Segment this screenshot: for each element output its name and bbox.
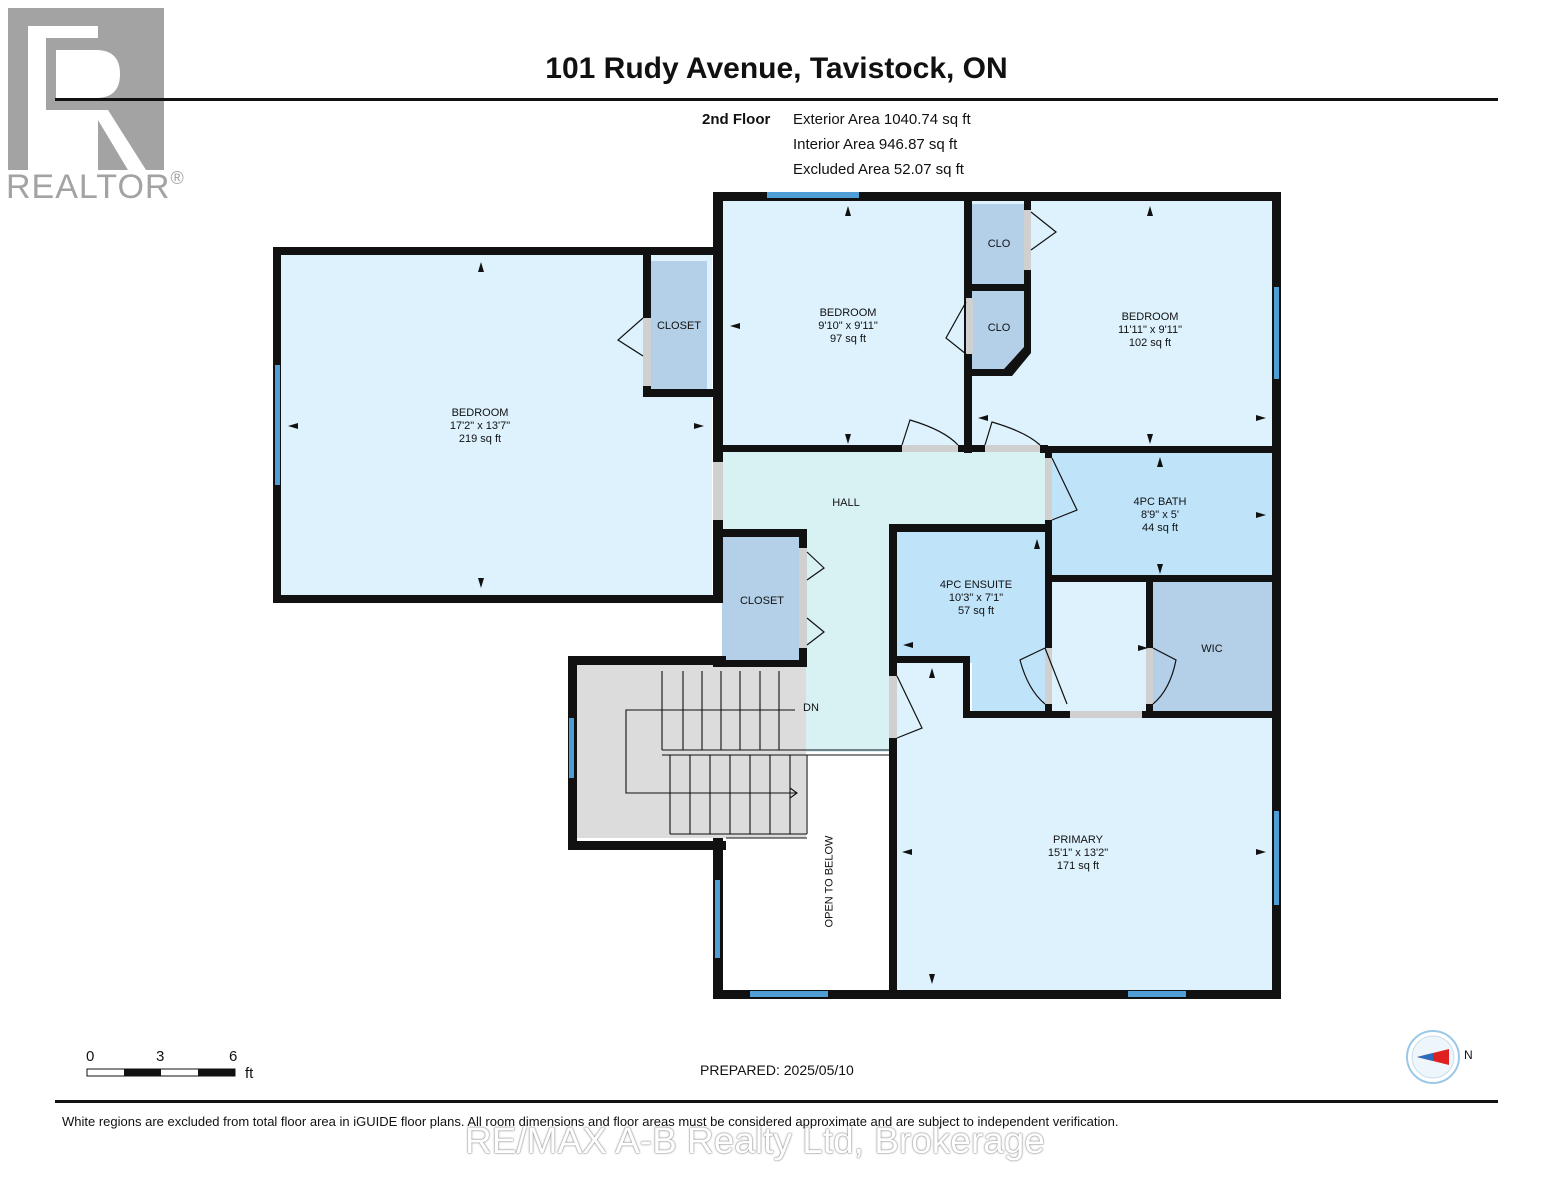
clo-top-fill <box>972 204 1026 284</box>
scale-label-3: 3 <box>156 1048 165 1065</box>
room-bedroom-right: BEDROOM 11'11" x 9'11" 102 sq ft <box>1070 311 1230 350</box>
bedroom-mid-fill <box>722 199 968 451</box>
closet-hall-fill <box>722 536 802 660</box>
room-area: 57 sq ft <box>957 605 995 617</box>
compass-north-label: N <box>1464 1048 1473 1062</box>
wic-left-fill <box>1050 582 1150 716</box>
room-hall: HALL <box>832 497 860 509</box>
room-wic: WIC <box>1201 643 1223 655</box>
scale-label-6: 6 <box>229 1048 238 1065</box>
ensuite-fill <box>896 531 1047 716</box>
brokerage-watermark: RE/MAX A-B Realty Ltd, Brokerage <box>465 1120 1045 1161</box>
room-dims: 17'2" x 13'7" <box>449 420 511 432</box>
room-clo-mid: CLO <box>987 322 1011 334</box>
room-area: 97 sq ft <box>829 333 867 345</box>
room-clo-top: CLO <box>987 238 1011 250</box>
room-primary: PRIMARY 15'1" x 13'2" 171 sq ft <box>998 834 1158 873</box>
room-name: BEDROOM <box>1121 311 1179 323</box>
room-name: BEDROOM <box>819 307 877 319</box>
room-dims: 8'9" x 5' <box>1140 509 1180 521</box>
realtor-wordmark: REALTOR® <box>6 168 185 206</box>
room-name: PRIMARY <box>1053 834 1103 846</box>
room-bedroom-mid: BEDROOM 9'10" x 9'11" 97 sq ft <box>768 307 928 346</box>
door-openings <box>643 210 1153 738</box>
room-closet-left: CLOSET <box>656 320 701 332</box>
clo-mid-fill <box>972 291 1026 370</box>
room-dims: 10'3" x 7'1" <box>948 592 1004 604</box>
compass-icon <box>1406 1030 1460 1084</box>
bedroom-left-fill <box>280 254 712 596</box>
closet-left-fill <box>650 261 707 392</box>
room-bedroom-left: BEDROOM 17'2" x 13'7" 219 sq ft <box>400 407 560 446</box>
prepared-date: PREPARED: 2025/05/10 <box>700 1062 854 1078</box>
bottom-divider <box>55 1100 1498 1103</box>
room-area: 171 sq ft <box>1056 860 1100 872</box>
room-closet-hall: CLOSET <box>739 595 784 607</box>
room-dims: 15'1" x 13'2" <box>1047 847 1109 859</box>
floor-label: 2nd Floor <box>702 111 771 128</box>
scale-unit: ft <box>245 1065 254 1082</box>
room-dims: 9'10" x 9'11" <box>818 320 878 332</box>
room-name: 4PC BATH <box>1133 496 1187 508</box>
staircase <box>625 671 890 839</box>
bath-fill <box>1047 451 1273 579</box>
open-to-below-label: OPEN TO BELOW <box>823 835 836 928</box>
page-title: 101 Rudy Avenue, Tavistock, ON <box>545 52 1008 85</box>
room-name: BEDROOM <box>451 407 509 419</box>
interior-area: Interior Area 946.87 sq ft <box>793 136 958 153</box>
room-area: 44 sq ft <box>1141 522 1179 534</box>
scale-label-0: 0 <box>86 1048 95 1065</box>
top-divider <box>55 98 1498 101</box>
scale-bar <box>86 1068 236 1077</box>
disclaimer-text: White regions are excluded from total fl… <box>62 1114 1119 1129</box>
excluded-area: Excluded Area 52.07 sq ft <box>793 161 964 178</box>
dimension-arrows <box>288 206 1266 984</box>
windows <box>275 192 1279 997</box>
stairs-dn-label: DN <box>803 702 819 714</box>
primary-fill <box>896 663 1273 991</box>
room-dims: 11'11" x 9'11" <box>1118 324 1182 336</box>
door-swings <box>617 211 1177 739</box>
room-ensuite: 4PC ENSUITE 10'3" x 7'1" 57 sq ft <box>906 579 1046 618</box>
room-area: 219 sq ft <box>458 433 502 445</box>
exterior-area: Exterior Area 1040.74 sq ft <box>793 111 971 128</box>
room-bath: 4PC BATH 8'9" x 5' 44 sq ft <box>1090 496 1230 535</box>
room-area: 102 sq ft <box>1128 337 1172 349</box>
room-name: 4PC ENSUITE <box>939 579 1013 591</box>
wic-fill <box>1153 582 1273 716</box>
